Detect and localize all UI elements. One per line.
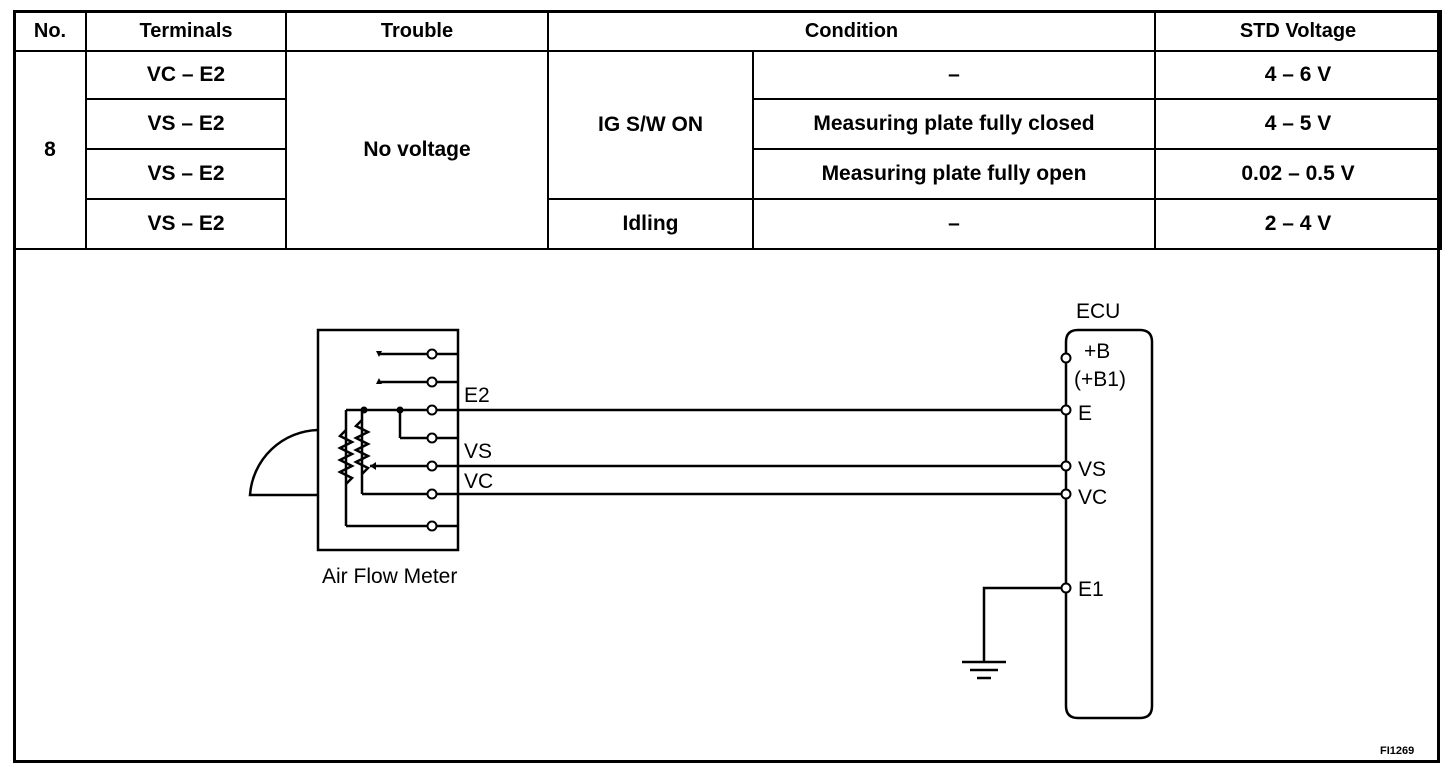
wire-e1-ground	[982, 586, 1066, 662]
cell-condition-ig: IG S/W ON	[547, 50, 754, 200]
table-row: VS – E2 Idling – 2 – 4 V	[14, 198, 1442, 250]
header-trouble: Trouble	[285, 10, 549, 52]
cell-terminals: VS – E2	[85, 198, 287, 250]
afm-terminal-e2: E2	[464, 384, 490, 407]
ecu-terminal-b1: (+B1)	[1074, 368, 1126, 391]
table-row: VS – E2 Measuring plate fully closed 4 –…	[14, 98, 1442, 150]
table-header-row: No. Terminals Trouble Condition STD Volt…	[13, 10, 1442, 52]
cell-std-voltage: 4 – 6 V	[1154, 50, 1442, 100]
header-std-voltage: STD Voltage	[1154, 10, 1442, 52]
cell-condition-detail: –	[752, 50, 1156, 100]
potentiometer-symbol	[353, 419, 371, 475]
header-terminals: Terminals	[85, 10, 287, 52]
ecu-terminal-b: +B	[1084, 340, 1110, 363]
cell-std-voltage: 2 – 4 V	[1154, 198, 1442, 250]
cell-condition: Idling	[547, 198, 754, 250]
air-flow-meter-intake	[248, 428, 319, 497]
table-row: VS – E2 Measuring plate fully open 0.02 …	[14, 148, 1442, 200]
cell-condition-detail: Measuring plate fully open	[752, 148, 1156, 200]
cell-terminals: VS – E2	[85, 98, 287, 150]
afm-terminal-vc: VC	[464, 470, 493, 493]
cell-trouble: No voltage	[285, 50, 549, 250]
cell-std-voltage: 4 – 5 V	[1154, 98, 1442, 150]
cell-condition-detail: –	[752, 198, 1156, 250]
wiring-diagram: E2 VS VC Air Flow Meter ECU +B (+B1) E V…	[248, 300, 1414, 757]
ecu-terminal-e1: E1	[1078, 578, 1104, 601]
afm-label: Air Flow Meter	[322, 565, 457, 588]
cell-terminals: VS – E2	[85, 148, 287, 200]
figure-code: FI1269	[1380, 745, 1414, 757]
ecu-label: ECU	[1076, 300, 1120, 323]
cell-terminals: VC – E2	[85, 50, 287, 100]
table-row: 8 VC – E2 No voltage IG S/W ON – 4 – 6 V	[13, 50, 1442, 250]
cell-no: 8	[13, 50, 87, 250]
air-flow-meter-box	[316, 328, 460, 552]
ecu-box	[1064, 328, 1154, 720]
resistor-symbol	[337, 429, 355, 485]
voltage-spec-table: No. Terminals Trouble Condition STD Volt…	[13, 10, 1442, 250]
cell-std-voltage: 0.02 – 0.5 V	[1154, 148, 1442, 200]
ecu-terminal-e: E	[1078, 402, 1092, 425]
afm-terminal-vs: VS	[464, 440, 492, 463]
ecu-terminal-vc: VC	[1078, 486, 1107, 509]
header-no: No.	[13, 10, 87, 52]
ecu-terminal-vs: VS	[1078, 458, 1106, 481]
cell-condition-detail: Measuring plate fully closed	[752, 98, 1156, 150]
header-condition: Condition	[547, 10, 1156, 52]
